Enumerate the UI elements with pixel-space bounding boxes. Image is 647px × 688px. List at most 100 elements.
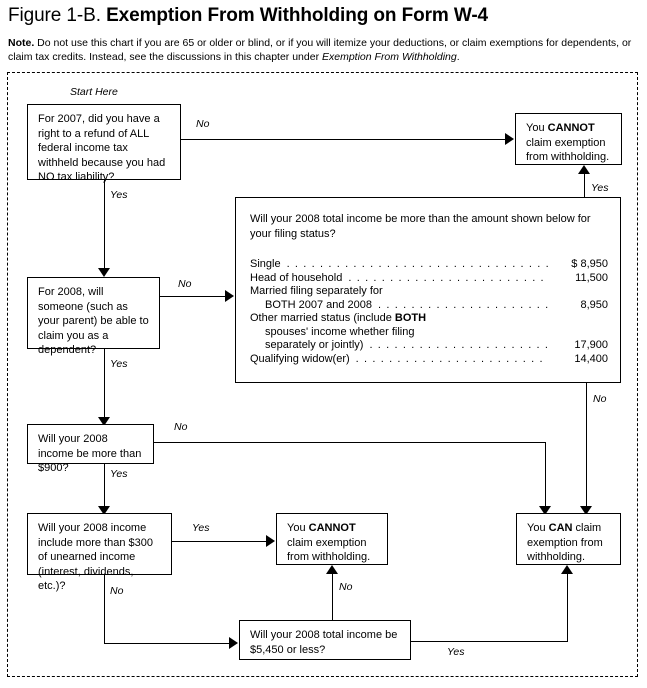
filing-status-label: Married filing separately for bbox=[250, 285, 383, 297]
edge-q2-yes-vertical bbox=[104, 349, 105, 418]
arrowhead-q1-no bbox=[505, 133, 514, 145]
edge-q4-no-horizontal bbox=[154, 442, 546, 443]
question-box-unearned-income-text: Will your 2008 income include more than … bbox=[38, 522, 153, 592]
edge-label-q3-no: No bbox=[593, 393, 607, 405]
filing-status-amount: 8,950 bbox=[580, 298, 608, 311]
arrowhead-q4-no bbox=[539, 506, 551, 515]
edge-label-q6-yes: Yes bbox=[447, 646, 465, 658]
question-box-total-income-5450-text: Will your 2008 total income be $5,450 or… bbox=[250, 629, 398, 656]
filing-status-amount: 14,400 bbox=[574, 352, 608, 365]
edge-label-q1-yes: Yes bbox=[110, 189, 128, 201]
filing-status-amount: $ 8,950 bbox=[571, 258, 608, 270]
leader-dots: ........................................… bbox=[286, 258, 548, 270]
filing-status-row: Married filing separately for...........… bbox=[250, 285, 608, 299]
outcome-mid-strong: CANNOT bbox=[308, 522, 356, 534]
arrowhead-q2-yes bbox=[98, 417, 110, 426]
arrowhead-q2-no bbox=[225, 290, 234, 302]
outcome-box-can-claim[interactable]: You CAN claim exemption from withholding… bbox=[516, 513, 621, 565]
edge-label-q4-yes: Yes bbox=[110, 468, 128, 480]
arrowhead-q1-yes bbox=[98, 268, 110, 277]
filing-status-row: spouses' income whether filing..........… bbox=[250, 326, 608, 340]
question-box-income-over-900-text: Will your 2008 income be more than $900? bbox=[38, 433, 142, 474]
edge-q1-yes-vertical bbox=[104, 180, 105, 269]
question-box-dependent-2008[interactable]: For 2008, will someone (such as your par… bbox=[27, 277, 160, 356]
filing-status-label: Single bbox=[250, 258, 281, 270]
question-box-refund-2007-text: For 2007, did you have a right to a refu… bbox=[38, 113, 166, 183]
filing-status-amount: 17,900 bbox=[574, 339, 608, 351]
filing-status-row: Single..................................… bbox=[250, 258, 608, 272]
note-lead: Note. bbox=[8, 37, 35, 49]
edge-label-q5-yes: Yes bbox=[192, 522, 210, 534]
edge-q1-no-horizontal bbox=[181, 139, 506, 140]
leader-dots: ........................................… bbox=[348, 271, 548, 284]
outcome-top-post: claim exemption from withholding. bbox=[526, 136, 610, 164]
filing-status-row: separately or jointly)..................… bbox=[250, 339, 608, 353]
question-box-income-over-900[interactable]: Will your 2008 income be more than $900? bbox=[27, 424, 154, 474]
edge-q3-yes-vertical bbox=[584, 174, 585, 198]
edge-q3-no-vertical bbox=[586, 383, 587, 507]
leader-dots: ........................................… bbox=[355, 352, 548, 365]
edge-q4-yes-vertical bbox=[104, 464, 105, 507]
outcome-can-pre: You bbox=[527, 522, 549, 534]
question-box-unearned-income[interactable]: Will your 2008 income include more than … bbox=[27, 513, 172, 592]
outcome-can-strong: CAN bbox=[548, 522, 573, 534]
arrowhead-q6-yes bbox=[561, 565, 573, 574]
note-italic-term: Exemption From Withholding bbox=[322, 51, 457, 63]
arrowhead-q3-no bbox=[580, 506, 592, 515]
outcome-mid-post: claim exemption from withholding. bbox=[287, 536, 371, 564]
edge-q2-no-horizontal bbox=[160, 296, 226, 297]
edge-label-q6-no: No bbox=[339, 581, 353, 593]
note-body: Do not use this chart if you are 65 or o… bbox=[8, 37, 632, 63]
figure-label: Figure 1-B. bbox=[8, 5, 101, 26]
income-question-text: Will your 2008 total income be more than… bbox=[250, 213, 591, 240]
outcome-top-pre: You bbox=[526, 122, 548, 134]
note-end: . bbox=[456, 51, 460, 63]
arrowhead-q5-no bbox=[229, 637, 238, 649]
edge-q5-no-horizontal bbox=[104, 643, 230, 644]
outcome-mid-pre: You bbox=[287, 522, 309, 534]
filing-status-amount: 11,500 bbox=[575, 271, 608, 284]
filing-status-label: Head of household bbox=[250, 271, 343, 284]
edge-label-q2-no: No bbox=[178, 278, 192, 290]
figure-title-text: Exemption From Withholding on Form W-4 bbox=[106, 5, 489, 26]
edge-label-q1-no: No bbox=[196, 118, 210, 130]
filing-status-table: Single..................................… bbox=[250, 258, 608, 366]
filing-status-label: separately or jointly) bbox=[265, 339, 364, 351]
arrowhead-q4-yes bbox=[98, 506, 110, 515]
edge-label-q5-no: No bbox=[110, 585, 124, 597]
edge-label-q4-no: No bbox=[174, 421, 188, 433]
edge-label-q2-yes: Yes bbox=[110, 358, 128, 370]
filing-status-label: spouses' income whether filing bbox=[265, 325, 415, 338]
filing-status-row: BOTH 2007 and 2008......................… bbox=[250, 299, 608, 313]
question-box-refund-2007[interactable]: For 2007, did you have a right to a refu… bbox=[27, 104, 181, 183]
start-here-caption: Start Here bbox=[70, 86, 118, 98]
edge-q4-no-vertical bbox=[545, 442, 546, 507]
filing-status-label: Other married status (include BOTH bbox=[250, 312, 427, 324]
chart-frame bbox=[7, 72, 638, 677]
filing-status-row: Head of household.......................… bbox=[250, 272, 608, 286]
edge-q5-yes-horizontal bbox=[172, 541, 267, 542]
question-box-dependent-2008-text: For 2008, will someone (such as your par… bbox=[38, 286, 149, 356]
arrowhead-q3-yes bbox=[578, 165, 590, 174]
outcome-box-cannot-claim-middle[interactable]: You CANNOT claim exemption from withhold… bbox=[276, 513, 388, 565]
question-box-total-income-5450[interactable]: Will your 2008 total income be $5,450 or… bbox=[239, 620, 411, 660]
filing-status-row: Other married status (include BOTH......… bbox=[250, 312, 608, 326]
page-title: Figure 1-B. Exemption From Withholding o… bbox=[8, 4, 638, 28]
edge-q6-no-vertical bbox=[332, 574, 333, 621]
question-box-total-income-threshold[interactable]: Will your 2008 total income be more than… bbox=[235, 197, 621, 383]
leader-dots: ........................................… bbox=[369, 339, 548, 351]
note-paragraph: Note. Do not use this chart if you are 6… bbox=[8, 36, 634, 64]
edge-q6-yes-horizontal bbox=[411, 641, 568, 642]
arrowhead-q5-yes bbox=[266, 535, 275, 547]
edge-label-q3-yes: Yes bbox=[591, 182, 609, 194]
edge-q6-yes-vertical bbox=[567, 574, 568, 642]
outcome-can-post: claim exemption from withholding. bbox=[527, 522, 603, 563]
edge-q5-no-vertical bbox=[104, 575, 105, 644]
outcome-top-strong: CANNOT bbox=[547, 122, 595, 134]
outcome-box-cannot-claim-top[interactable]: You CANNOT claim exemption from withhold… bbox=[515, 113, 622, 165]
leader-dots: ........................................… bbox=[378, 298, 548, 311]
arrowhead-q6-no bbox=[326, 565, 338, 574]
filing-status-label: Qualifying widow(er) bbox=[250, 352, 350, 365]
filing-status-label: BOTH 2007 and 2008 bbox=[265, 298, 373, 311]
